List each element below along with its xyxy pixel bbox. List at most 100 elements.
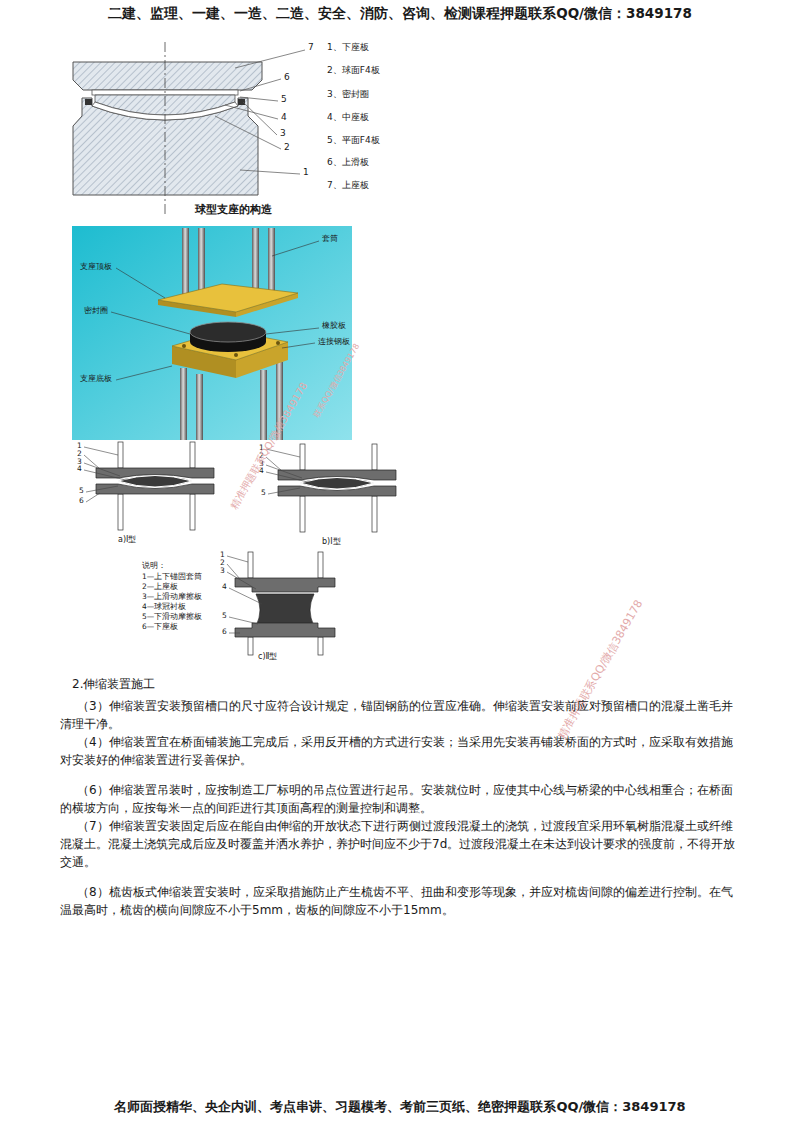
leader-line [240, 79, 281, 91]
note-heading: 说明： [142, 562, 166, 571]
leader-line [243, 102, 277, 135]
leader-line [227, 556, 248, 562]
bearing-render [276, 341, 280, 345]
leader-line [215, 116, 281, 149]
bearing-type-drawing [235, 623, 335, 637]
part-name: 1、下座板 [327, 42, 369, 52]
bearing-render [196, 374, 203, 440]
bearing-type-drawing [256, 594, 314, 626]
leader-line [111, 312, 190, 334]
bearing-type-drawing [266, 444, 396, 532]
callout-number: 3 [220, 567, 225, 576]
footer-banner: 名师面授精华、央企内训、考点串讲、习题模考、考前三页纸、绝密押题联系QQ/微信：… [0, 1100, 800, 1115]
body-paragraph: （6）伸缩装置吊装时，应按制造工厂标明的吊点位置进行起吊。安装就位时，应使其中心… [60, 781, 744, 817]
figure-caption: b)Ⅰ型 [322, 537, 341, 546]
note-line: 6—下座板 [142, 623, 178, 632]
callout-number: 6 [284, 72, 290, 82]
bearing-type-drawing [84, 442, 214, 530]
body-text-block: 2.伸缩装置施工 （3）伸缩装置安装预留槽口的尺寸应符合设计规定，锚固钢筋的位置应… [60, 675, 744, 919]
leader-line [116, 366, 172, 380]
callout-number: 4 [222, 583, 227, 592]
leader-line [215, 50, 305, 174]
part-name: 4、中座板 [327, 112, 369, 122]
part-name: 套筒 [322, 234, 338, 243]
leader-line [240, 97, 278, 101]
part-name: 3、密封圈 [327, 89, 369, 99]
leader-line [84, 447, 130, 492]
leader-line [111, 241, 319, 380]
note-line: 1—上下锚固套筒 [142, 573, 202, 582]
header-banner: 二建、监理、一建、一造、二造、安全、消防、咨询、检测课程押题联系QQ/微信：38… [0, 6, 800, 22]
body-paragraph: （3）伸缩装置安装预留槽口的尺寸应符合设计规定，锚固钢筋的位置应准确。伸缩装置安… [60, 697, 744, 733]
part-name: 支座底板 [80, 374, 112, 383]
leader-line [282, 343, 315, 348]
leader-line [86, 493, 100, 502]
spherical-bearing-section [238, 99, 245, 105]
watermark: 精准押题联系QQ/微信3849178 [556, 598, 646, 741]
bearing-render [72, 226, 352, 440]
bearing-render [234, 353, 238, 357]
bearing-type-drawing [227, 552, 335, 655]
part-name: 支座顶板 [80, 262, 112, 271]
bearing-render [252, 228, 259, 288]
leader-line [227, 572, 256, 589]
callout-number: 3 [280, 128, 286, 138]
note-line: 4—球冠衬板 [142, 603, 186, 612]
figure-caption: 球型支座的构造 [195, 204, 272, 217]
figure-caption: a)Ⅰ型 [118, 535, 136, 544]
callout-number: 5 [222, 612, 227, 621]
leader-line [84, 455, 100, 469]
bearing-type-drawing [235, 578, 335, 592]
callout-number: 2 [284, 142, 290, 152]
callout-number: 5 [281, 94, 287, 104]
part-name: 7、上座板 [327, 180, 369, 190]
leader-line [84, 447, 118, 455]
leader-line [227, 564, 240, 579]
note-line: 5—下滑动摩擦板 [142, 613, 202, 622]
note-line: 2—上座板 [142, 583, 178, 592]
bearing-type-drawing [248, 637, 253, 655]
bearing-type-drawing [248, 552, 253, 578]
spherical-bearing-section [73, 42, 262, 214]
leader-line [240, 170, 300, 174]
callout-number: 1 [303, 167, 309, 177]
leader-line [227, 556, 262, 633]
leader-line [86, 486, 118, 492]
bearing-type-drawing [190, 442, 195, 468]
bearing-type-drawing [318, 552, 323, 578]
bearing-type-drawing [118, 494, 123, 530]
part-name: 连接钢板 [318, 337, 350, 346]
callout-number: 4 [281, 112, 287, 122]
bearing-type-drawing [118, 476, 192, 488]
bearing-render [180, 368, 187, 440]
bearing-type-drawing [118, 442, 123, 468]
spherical-bearing-section [165, 42, 166, 214]
part-name: 橡胶板 [322, 321, 346, 330]
spherical-bearing-section [73, 62, 262, 90]
callout-number: 6 [222, 628, 227, 637]
bearing-type-drawing [190, 494, 195, 530]
part-name: 密封圈 [84, 306, 108, 315]
part-name: 5、平面F4板 [327, 135, 380, 145]
callout-number: 4 [77, 465, 82, 474]
bearing-render [72, 226, 352, 440]
bearing-render [182, 344, 186, 348]
leader-line [229, 588, 262, 604]
bearing-render [158, 284, 298, 312]
section-heading: 2.伸缩装置施工 [60, 675, 744, 693]
spherical-bearing-section [85, 99, 92, 105]
bearing-render [260, 370, 267, 440]
body-paragraph: （7）伸缩装置安装固定后应在能自由伸缩的开放状态下进行两侧过渡段混凝土的浇筑，过… [60, 817, 744, 871]
callout-number: 6 [79, 497, 84, 506]
leader-line [266, 328, 319, 334]
bearing-render [190, 322, 266, 342]
bearing-type-drawing [96, 484, 214, 494]
leader-line [272, 241, 319, 256]
leader-line [229, 633, 240, 634]
leader-line [84, 470, 130, 481]
callout-number: 7 [308, 42, 314, 52]
leader-line [225, 105, 278, 119]
bearing-render [198, 228, 205, 290]
callout-number: 5 [79, 487, 84, 496]
